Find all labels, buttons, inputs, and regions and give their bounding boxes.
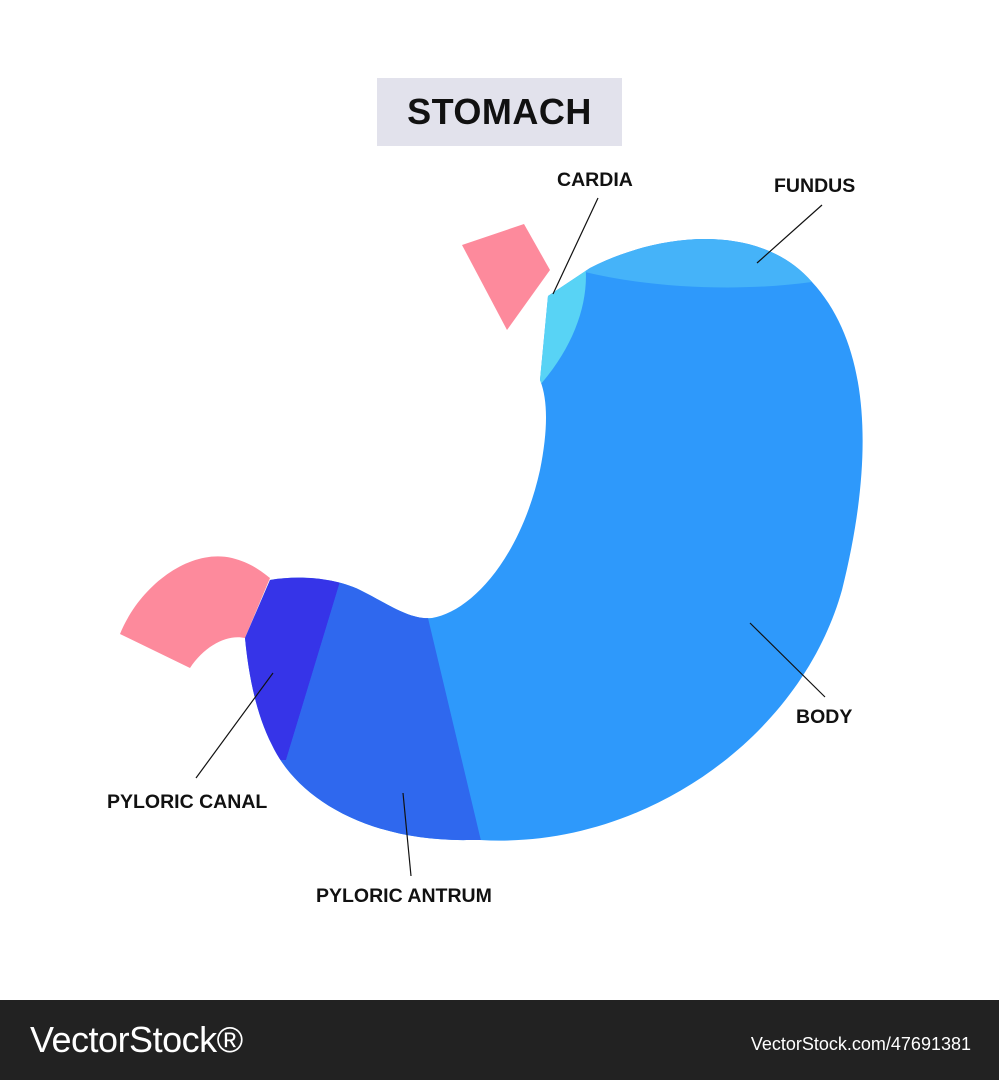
label-pyloric-canal: PYLORIC CANAL <box>107 791 268 813</box>
esophagus <box>462 224 550 330</box>
label-body: BODY <box>796 706 853 728</box>
pyloric-canal-leader-line <box>195 672 274 779</box>
cardia-leader-line <box>552 197 599 295</box>
pyloric-antrum-leader-line <box>402 792 412 877</box>
body-leader-line <box>749 622 826 698</box>
pyloric-canal-region <box>245 560 342 760</box>
image-id: VectorStock.com/47691381 <box>750 1034 971 1054</box>
stomach-diagram <box>120 197 863 877</box>
fundus-leader-line <box>756 204 823 264</box>
fundus-region <box>570 238 863 288</box>
label-fundus: FUNDUS <box>774 175 856 197</box>
label-pyloric-antrum: PYLORIC ANTRUM <box>316 885 492 907</box>
label-cardia: CARDIA <box>557 169 633 191</box>
brand-logo: VectorStock® <box>30 1019 243 1060</box>
duodenum <box>120 556 270 668</box>
footer-bar: VectorStock® VectorStock.com/47691381 <box>0 1000 999 1080</box>
page-title: STOMACH <box>407 91 592 132</box>
title-box: STOMACH <box>377 78 622 146</box>
